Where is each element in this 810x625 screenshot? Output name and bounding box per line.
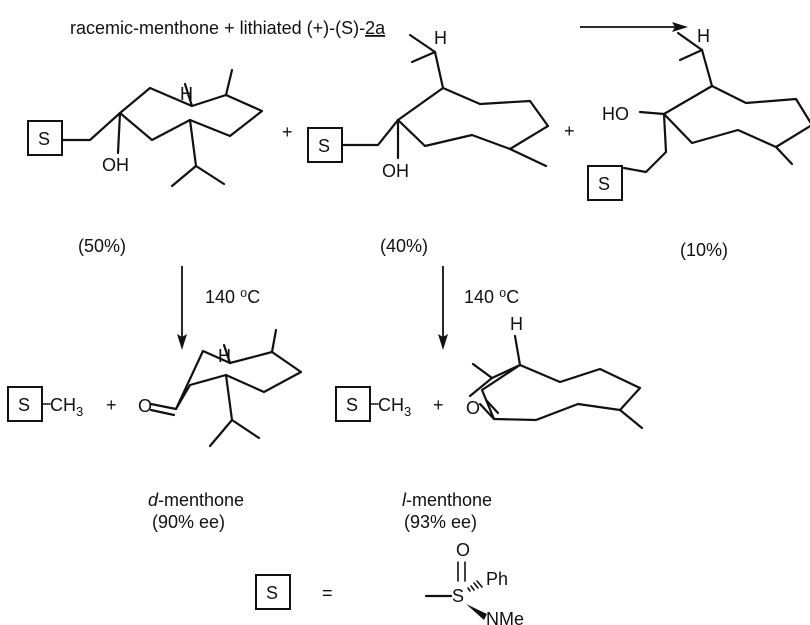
ch-text: CH <box>378 395 404 415</box>
o-label: O <box>466 398 480 418</box>
s-label: S <box>38 129 50 149</box>
s-label: S <box>266 583 278 603</box>
plus-sign: + <box>433 395 444 415</box>
plus-sign: + <box>564 121 575 141</box>
product-3-structure: HO S H <box>587 26 810 201</box>
s-box <box>27 120 63 156</box>
subscript-3: 3 <box>76 404 83 419</box>
methyl-s-1: S CH3 <box>7 386 83 422</box>
ch3-label: CH3 <box>378 395 411 419</box>
h-label: H <box>218 346 231 366</box>
temp-1: 140 ⁰C <box>205 287 260 307</box>
reaction-title-compound: 2a <box>365 18 386 38</box>
s-label: S <box>598 174 610 194</box>
yield-50: (50%) <box>78 236 126 256</box>
ch-text: CH <box>50 395 76 415</box>
d-menthone-name: d-menthone <box>148 490 244 510</box>
yield-40: (40%) <box>380 236 428 256</box>
reaction-title: racemic-menthone + lithiated (+)-(S)-2a <box>70 18 386 38</box>
oh-label: OH <box>382 161 409 181</box>
s-box <box>587 165 623 201</box>
l-menthone-name: l-menthone <box>402 490 492 510</box>
s-box <box>255 574 291 610</box>
d-suffix: -menthone <box>158 490 244 510</box>
l-menthone-structure: O H <box>466 314 644 430</box>
nme-label: NMe <box>486 609 524 625</box>
hashed-bond-ph <box>467 580 483 592</box>
h-label: H <box>434 28 447 48</box>
sulfur-label: S <box>452 586 464 606</box>
l-suffix: -menthone <box>406 490 492 510</box>
plus-sign: + <box>282 122 293 142</box>
d-menthone-ee: (90% ee) <box>152 512 225 532</box>
h-label: H <box>180 84 193 104</box>
l-menthone-ee: (93% ee) <box>404 512 477 532</box>
ho-label: HO <box>602 104 629 124</box>
conversion-arrow-2 <box>438 266 448 350</box>
reaction-arrow <box>580 22 688 32</box>
equals-sign: = <box>322 583 333 603</box>
oh-label: OH <box>102 155 129 175</box>
oxygen-label: O <box>456 540 470 560</box>
yield-10: (10%) <box>680 240 728 260</box>
ch3-label: CH3 <box>50 395 83 419</box>
s-label: S <box>18 395 30 415</box>
o-label: O <box>138 396 152 416</box>
product-1-structure: S H OH <box>27 68 264 188</box>
h-label: H <box>510 314 523 334</box>
h-label: H <box>697 26 710 46</box>
l-prefix: l <box>402 490 407 510</box>
s-label: S <box>346 395 358 415</box>
wedge-bond-nme <box>466 604 487 620</box>
conversion-arrow-1 <box>177 266 187 350</box>
subscript-3: 3 <box>404 404 411 419</box>
plus-sign: + <box>106 395 117 415</box>
temp-2: 140 ⁰C <box>464 287 519 307</box>
methyl-s-2: S CH3 <box>335 386 411 422</box>
d-prefix: d <box>148 490 159 510</box>
phenyl-label: Ph <box>486 569 508 589</box>
reaction-title-prefix: racemic-menthone + lithiated (+)-(S)- <box>70 18 365 38</box>
s-definition: S = O S Ph NMe <box>255 540 524 625</box>
d-menthone-structure: O H <box>138 328 303 448</box>
s-label: S <box>318 136 330 156</box>
product-2-structure: S H OH <box>307 28 550 181</box>
